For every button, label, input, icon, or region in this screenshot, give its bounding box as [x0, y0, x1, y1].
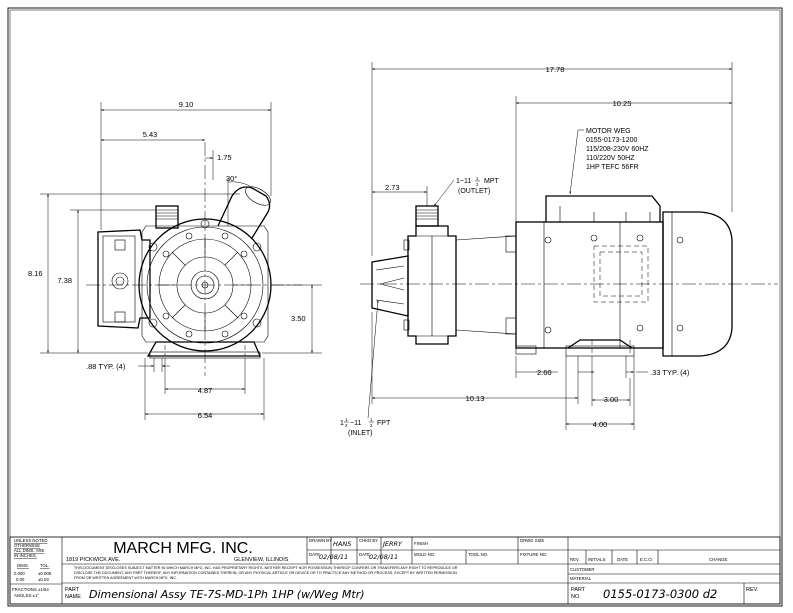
- customer-label: CUSTOMER: [570, 567, 595, 572]
- inlet-frac2-den: 2: [370, 423, 373, 428]
- inlet-label: (INLET): [348, 430, 373, 437]
- sheet-border: [7, 7, 783, 607]
- tol-row-2-dim: 0.00: [16, 577, 25, 582]
- outlet-label: (OUTLET): [458, 188, 490, 195]
- motor-callout: MOTOR WEG 0155-0173-1200 115/208-230V 60…: [569, 128, 649, 195]
- inlet-size-a: 1: [340, 420, 344, 427]
- dim-motor-length: 10.25: [613, 99, 632, 108]
- tol-header-3: ALL DIMS. ARE: [14, 548, 45, 553]
- inlet-frac2-num: 1: [370, 417, 373, 422]
- outlet-callout: 1−11 1 2 MPT (OUTLET): [433, 176, 500, 207]
- tol-header-2: OTHERWISE: [14, 543, 40, 548]
- tol-tol-label: TOL.: [40, 563, 49, 568]
- part-name-label-2: NAME: [65, 594, 81, 600]
- part-name-label-1: PART: [65, 587, 80, 593]
- dim-mount-hole: .33 TYP. (4): [650, 368, 690, 377]
- company-address: 1819 PICKWICK AVE.: [66, 557, 121, 563]
- front-view: [86, 142, 302, 376]
- part-no-label-1: PART: [571, 587, 586, 593]
- outlet-size: 1−11: [456, 178, 471, 185]
- drawn-by: HANS: [333, 540, 351, 548]
- company-name: MARCH MFG. INC.: [113, 540, 253, 557]
- dim-foot-length: 4.00: [593, 420, 608, 429]
- drawn-date: 02/08/11: [319, 553, 348, 561]
- title-block: UNLESS NOTED OTHERWISE ALL DIMS. ARE IN …: [9, 536, 781, 605]
- rev-header-date: DATE: [617, 557, 628, 562]
- dim-overall-length: 17.78: [546, 65, 565, 74]
- chkd-by-label: CHKD BY: [359, 538, 378, 543]
- disclaimer-2: DISCLOSE THE DOCUMENT, ANY PART THEREOF,…: [74, 571, 457, 575]
- dim-foot-spacing: 4.87: [198, 386, 213, 395]
- rev-header-change: CHANGE: [709, 557, 728, 562]
- side-view: [360, 195, 778, 357]
- finish-label: FINISH: [414, 541, 428, 546]
- drwg-size-label: DRWG SIZE: [520, 538, 544, 543]
- disclaimer-3: FROM OR WRITTEN AGREEMENT WITH MARCH MFG…: [74, 576, 177, 580]
- tol-fractions: FRACTIONS ±1/64: [12, 587, 49, 592]
- dim-face-to-foot: 10.13: [466, 394, 485, 403]
- mold-label: MOLD NO.: [414, 552, 435, 557]
- chkd-date: 02/08/11: [369, 553, 398, 561]
- rev-label: REV.: [746, 587, 759, 593]
- rev-header-rev: REV.: [570, 557, 580, 562]
- motor-line-3: 115/208-230V 60HZ: [586, 146, 649, 153]
- dim-overall-height: 8.16: [28, 269, 43, 278]
- motor-line-2: 0155-0173-1200: [586, 137, 637, 144]
- dim-foot-hole-spacing: 3.00: [604, 395, 619, 404]
- outlet-frac-den: 2: [476, 182, 479, 187]
- disclaimer-1: THIS DOCUMENT DISCLOSES SUBJECT MATTER I…: [74, 566, 458, 570]
- outlet-thread: MPT: [484, 178, 500, 185]
- part-name: Dimensional Assy TE-7S-MD-1Ph 1HP (w/Weg…: [89, 588, 365, 601]
- inlet-size-b: −11: [350, 420, 361, 427]
- material-label: MATERIAL: [570, 576, 592, 581]
- rev-header-initials: INITIALS: [588, 557, 606, 562]
- motor-line-5: 1HP TEFC 56FR: [586, 164, 639, 171]
- dim-foot-hole-offset: 2.60: [537, 368, 552, 377]
- dim-overall-width: 9.10: [179, 100, 194, 109]
- drawn-date-label: DATE: [309, 552, 320, 557]
- dim-outlet-angle: 30°: [226, 174, 237, 183]
- inlet-frac-num: 1: [345, 417, 348, 422]
- chkd-date-label: DATE: [359, 552, 370, 557]
- dim-inlet-to-center: 5.43: [143, 130, 158, 139]
- drawn-by-label: DRAWN BY: [309, 538, 332, 543]
- tol-header-4: IN INCHES.: [14, 553, 37, 558]
- sheet-inner-border: [9, 9, 781, 605]
- tool-label: TOOL NO.: [468, 552, 488, 557]
- motor-line-4: 110/220V 50HZ: [586, 155, 635, 162]
- rev-header-eco: E.C.O.: [640, 557, 653, 562]
- tol-row-1-dim: 0.000: [14, 571, 25, 576]
- tol-header-1: UNLESS NOTED: [14, 538, 47, 543]
- tol-row-2-tol: ±0.03: [38, 577, 49, 582]
- inlet-thread: FPT: [377, 420, 391, 427]
- inlet-frac-den: 2: [345, 423, 348, 428]
- company-city: GLENVIEW, ILLINOIS: [234, 557, 289, 563]
- outlet-frac-num: 1: [476, 176, 479, 181]
- side-view-dimensions: 17.78 10.25 2.73 10.13 2.60 .33 TYP. (4)…: [371, 62, 733, 430]
- tol-dims-label: DIMS.: [17, 563, 29, 568]
- dim-foot-width: 6.54: [198, 411, 213, 420]
- front-view-dimensions: 9.10 5.43 1.75 30° 8.16 7.38 3.50 .88 TY…: [28, 100, 322, 420]
- fixture-label: FIXTURE NO.: [520, 552, 547, 557]
- dim-outlet-height: 7.38: [57, 276, 72, 285]
- chkd-by: JERRY: [381, 540, 403, 548]
- tol-angles: ANGLES ±1°: [14, 593, 39, 598]
- part-number: 0155-0173-0300 d2: [603, 587, 717, 601]
- dim-shaft-height: 3.50: [291, 314, 306, 323]
- tol-row-1-tol: ±0.005: [38, 571, 52, 576]
- part-no-label-2: NO.: [571, 594, 581, 600]
- dim-foot-hole: .88 TYP. (4): [86, 362, 126, 371]
- dim-outlet-to-face: 2.73: [385, 183, 400, 192]
- inlet-callout: 1 1 2 −11 1 2 FPT (INLET): [340, 299, 391, 437]
- motor-line-1: MOTOR WEG: [586, 128, 631, 135]
- dim-outlet-offset: 1.75: [217, 153, 232, 162]
